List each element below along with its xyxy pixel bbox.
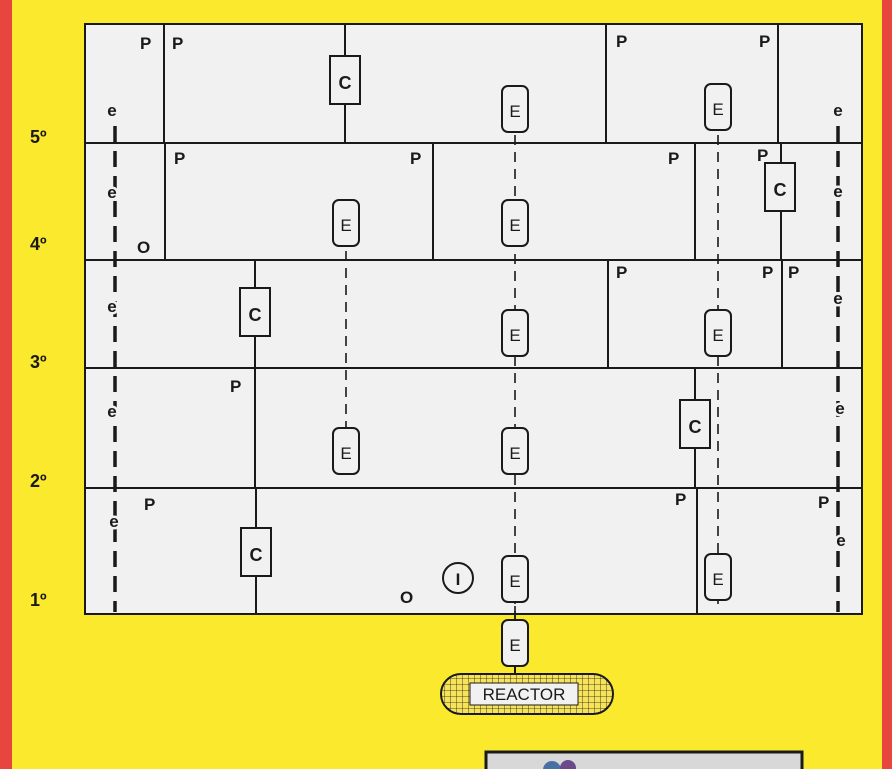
game-screen: C C C C C E E E E E [12,0,882,769]
elevator-label: E [509,636,520,655]
platform-marker: P [818,493,829,512]
cabin-label: C [250,545,263,565]
elevator-label: E [509,572,520,591]
cabin-label: C [689,417,702,437]
platform-marker: P [144,495,155,514]
floor-labels: 5º 4º 3º 2º 1º [30,127,47,610]
platform-marker: P [616,32,627,51]
platform-marker: P [174,149,185,168]
cabin-c-floor2: C [680,400,710,448]
floor-label-3: 3º [30,352,47,372]
svg-text:e: e [109,512,118,531]
platform-marker: P [762,263,773,282]
info-marker: I [443,563,473,593]
elevator-label: E [712,100,723,119]
cabin-c-floor4: C [765,163,795,211]
floor-label-5: 5º [30,127,47,147]
origin-marker: O [137,238,150,257]
elevator-label: E [712,326,723,345]
elevator-e-4-center: E [502,200,528,246]
cabin-label: C [339,73,352,93]
elevator-label: E [509,444,520,463]
svg-text:e: e [107,402,116,421]
elevator-e-1-right: E [705,554,731,600]
elevator-label: E [509,326,520,345]
cabin-c-floor3: C [240,288,270,336]
elevator-label: E [509,216,520,235]
reactor-label: REACTOR [483,685,566,704]
svg-text:e: e [836,531,845,550]
platform-marker: P [172,34,183,53]
building-map: C C C C C E E E E E [12,0,882,769]
svg-text:e: e [833,289,842,308]
building-outline [85,24,862,614]
elevator-e-5-right: E [705,84,731,130]
platform-marker: P [140,34,151,53]
floor-label-1: 1º [30,590,47,610]
cabin-c-floor5: C [330,48,360,114]
elevator-label: E [712,570,723,589]
reactor: REACTOR [441,666,613,714]
platform-marker: P [675,490,686,509]
elevator-e-4-left: E [333,200,359,246]
elevator-e-3-right: E [705,310,731,356]
platform-marker: P [759,32,770,51]
elevator-e-2-center: E [502,428,528,474]
elevator-e-2-left: E [333,428,359,474]
elevator-e-basement: E [502,620,528,666]
floor-label-4: 4º [30,234,47,254]
svg-text:e: e [835,399,844,418]
elevator-e-5-center: E [502,86,528,132]
cabin-label: C [249,305,262,325]
elevator-e-3-center: E [502,310,528,356]
origin-marker: O [400,588,413,607]
platform-marker: P [788,263,799,282]
platform-marker: P [757,146,768,165]
elevator-label: E [509,102,520,121]
svg-text:e: e [833,101,842,120]
platform-marker: P [668,149,679,168]
svg-text:I: I [456,570,461,589]
platform-marker: P [616,263,627,282]
elevator-e-1-center: E [502,556,528,602]
svg-text:e: e [107,183,116,202]
elevator-label: E [340,216,351,235]
cabin-label: C [774,180,787,200]
platform-marker: P [410,149,421,168]
platform-marker: P [230,377,241,396]
elevator-label: E [340,444,351,463]
svg-text:e: e [833,182,842,201]
svg-text:e: e [107,101,116,120]
svg-text:e: e [107,297,116,316]
preview-frame [486,752,802,769]
floor-label-2: 2º [30,471,47,491]
cabin-c-floor1: C [241,528,271,576]
